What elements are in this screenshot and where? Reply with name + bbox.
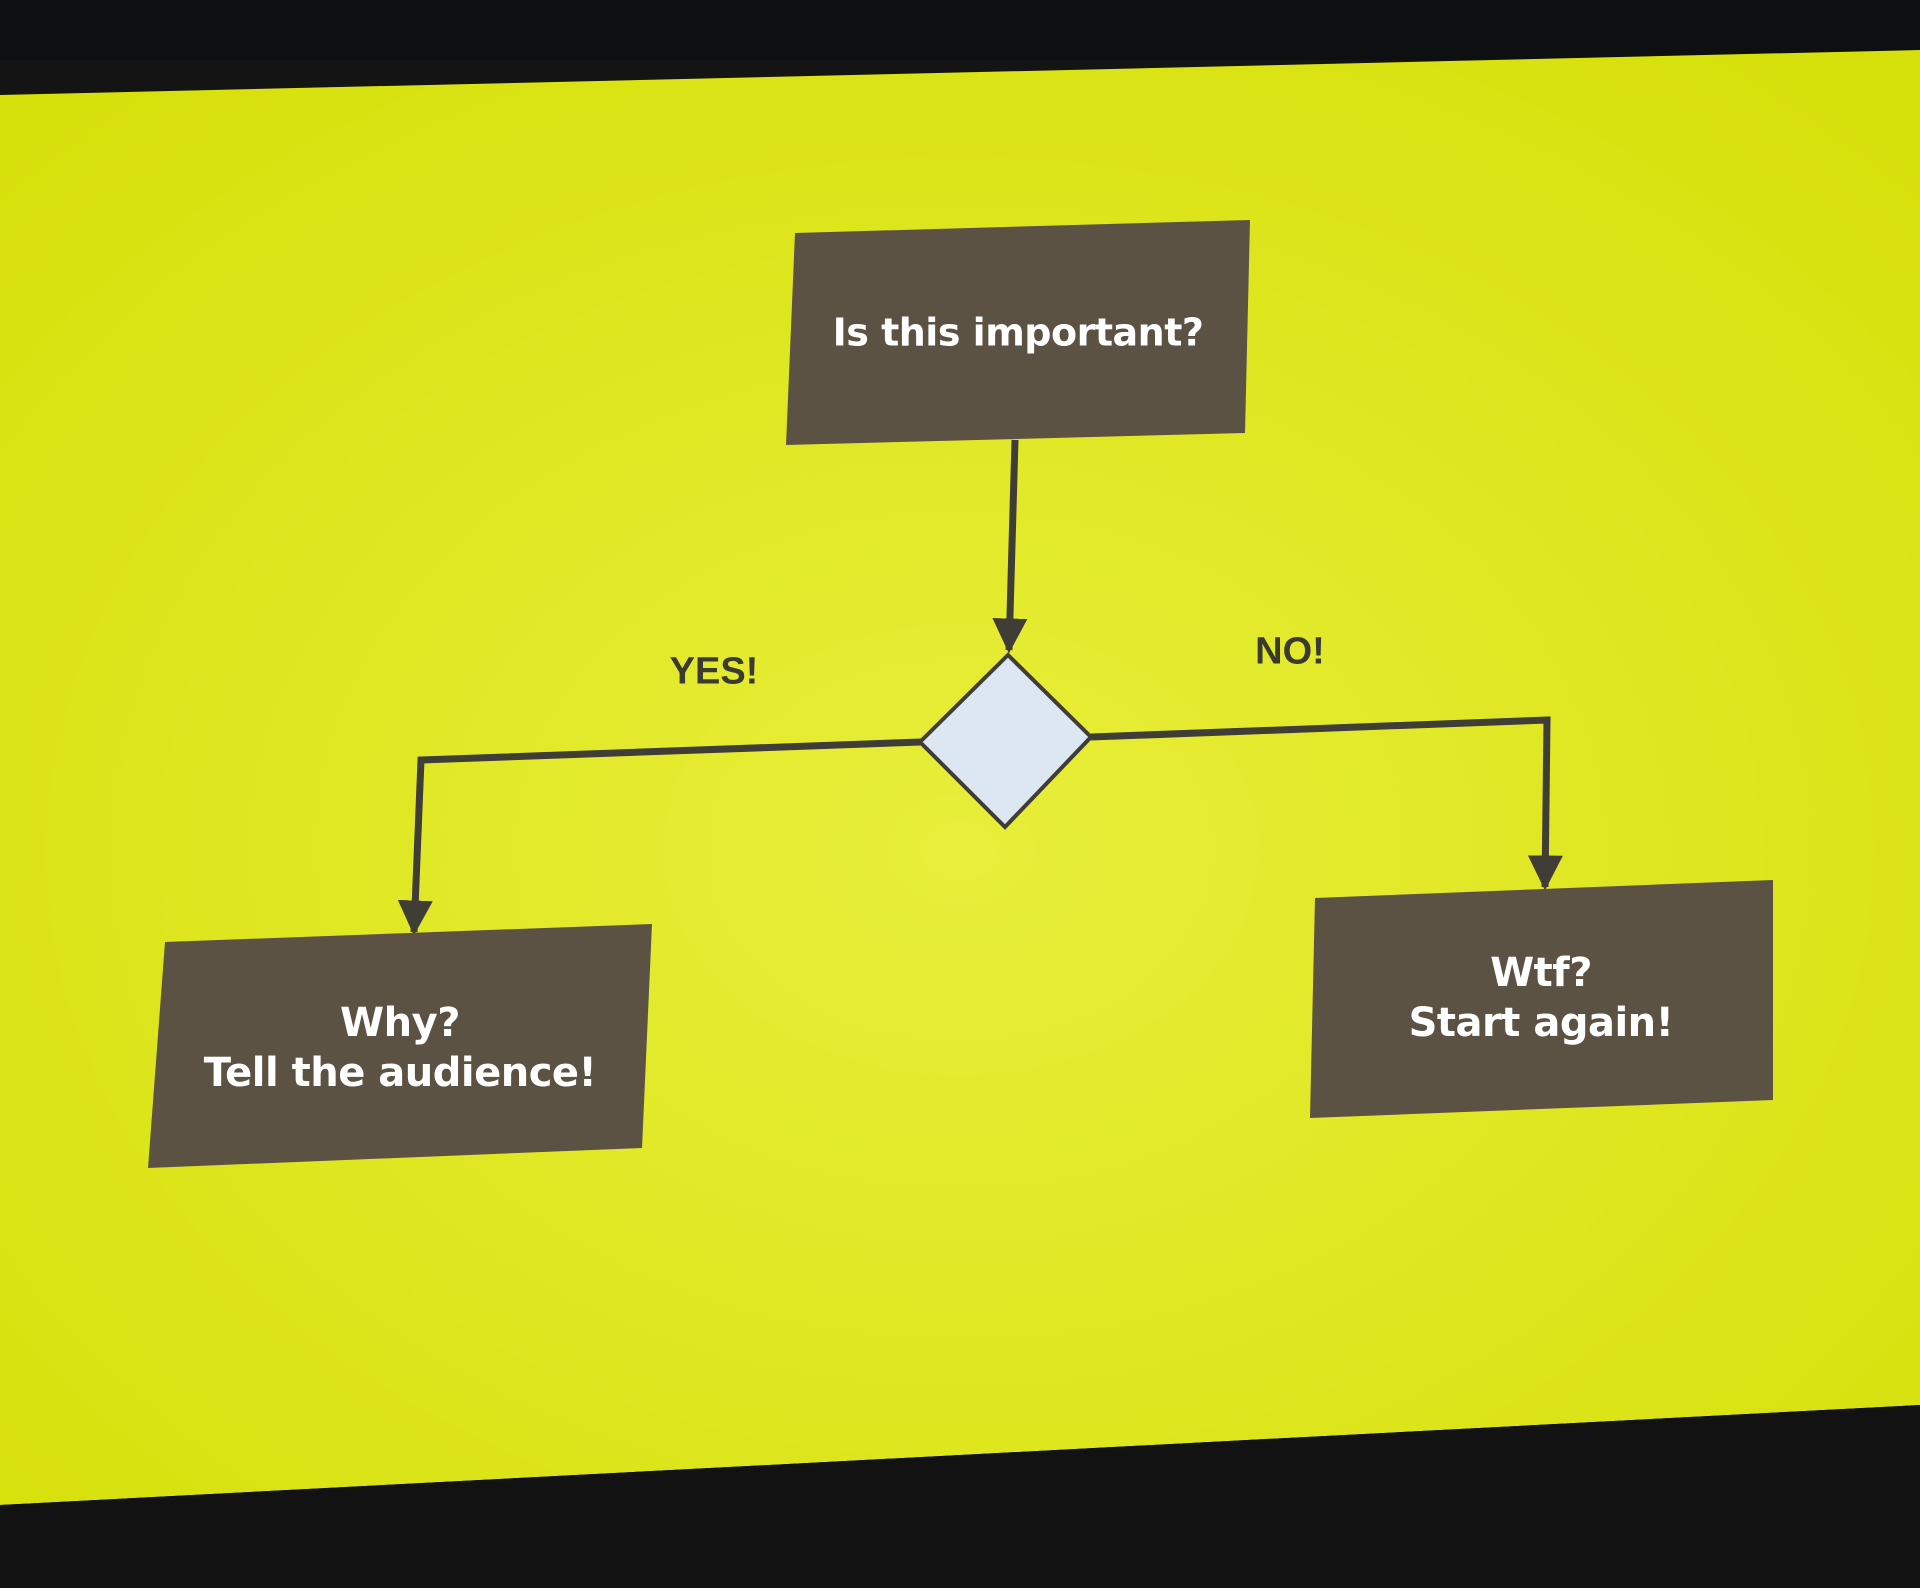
question-box <box>786 220 1250 445</box>
yes-outcome-box <box>148 924 652 1168</box>
connector-no-branch <box>1090 716 1563 891</box>
yes-branch-label: YES! <box>669 650 759 693</box>
connector-yes-branch <box>397 738 922 936</box>
question-text: Is this important? <box>833 309 1204 357</box>
ceiling-strip <box>0 0 1920 60</box>
yes-outcome-line1: Why? <box>340 1000 460 1046</box>
decision-diamond <box>917 652 1094 830</box>
no-branch-label: NO! <box>1255 630 1325 673</box>
no-outcome-text: Wtf? Start again! <box>1409 948 1674 1048</box>
no-outcome-line2: Start again! <box>1408 1000 1674 1046</box>
question-label: Is this important? <box>832 310 1204 355</box>
connector-question-to-decision <box>992 439 1028 654</box>
no-outcome-box <box>1310 880 1773 1118</box>
screen-bottom-edge <box>0 1405 1920 1588</box>
yes-outcome-text: Why? Tell the audience! <box>204 998 597 1098</box>
no-outcome-line1: Wtf? <box>1490 950 1592 996</box>
yes-outcome-line2: Tell the audience! <box>203 1050 597 1096</box>
